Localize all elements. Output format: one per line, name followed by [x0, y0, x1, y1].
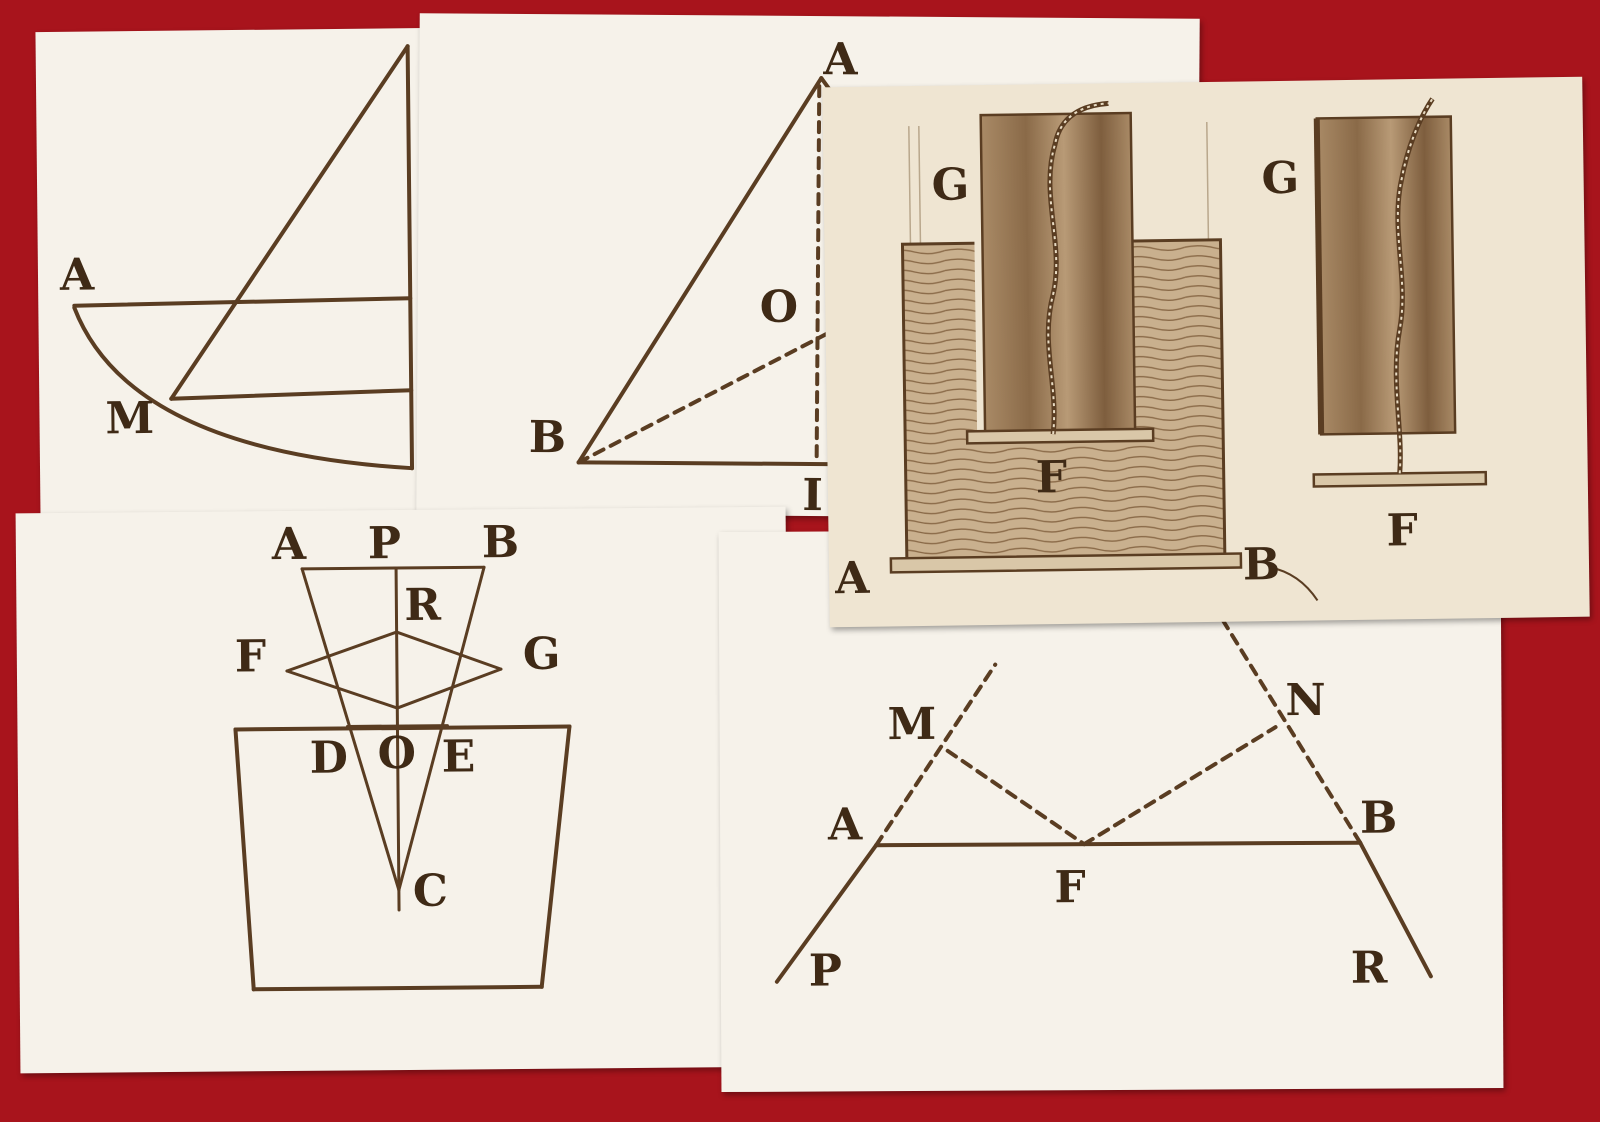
label-d: D: [309, 732, 349, 784]
label-n: N: [1285, 674, 1326, 727]
label-g: G: [1261, 152, 1300, 205]
label-p: P: [367, 518, 402, 570]
sheet-cylinder-drawing: G F A B G F: [822, 76, 1590, 628]
label-b: B: [1242, 538, 1281, 591]
vessel-diagram-drawing: [233, 565, 572, 992]
arc-diagram-drawing: [72, 44, 415, 471]
label-f: F: [1054, 862, 1086, 914]
label-r: R: [404, 579, 442, 631]
sheet-reflection-diagram: M N A B F P R: [718, 527, 1504, 1093]
sheet-arc-diagram: A M: [35, 27, 441, 523]
label-o: O: [377, 727, 417, 780]
label-b: B: [481, 516, 520, 569]
label-a: A: [271, 518, 307, 571]
label-m: M: [105, 392, 155, 445]
sheet-vessel-diagram: A P B R F G D O E C: [15, 506, 791, 1074]
cylinder-drawing: [889, 97, 1488, 602]
label-e: E: [441, 731, 476, 783]
label-b: B: [1359, 792, 1398, 844]
label-r: R: [1350, 942, 1388, 994]
reflection-diagram-drawing: [774, 605, 1433, 984]
label-p: P: [808, 945, 843, 997]
label-o: O: [759, 281, 799, 333]
label-a: A: [834, 552, 870, 605]
label-a: A: [827, 799, 863, 851]
label-g: G: [931, 159, 970, 211]
label-f: F: [234, 631, 267, 683]
label-b: B: [528, 412, 567, 464]
label-i: I: [802, 469, 824, 522]
label-g: G: [522, 628, 561, 680]
label-c: C: [412, 865, 449, 917]
label-a: A: [823, 34, 858, 86]
label-f: F: [1386, 505, 1419, 557]
label-m: M: [887, 698, 937, 751]
label-f: F: [1035, 451, 1068, 504]
label-a: A: [59, 249, 95, 301]
